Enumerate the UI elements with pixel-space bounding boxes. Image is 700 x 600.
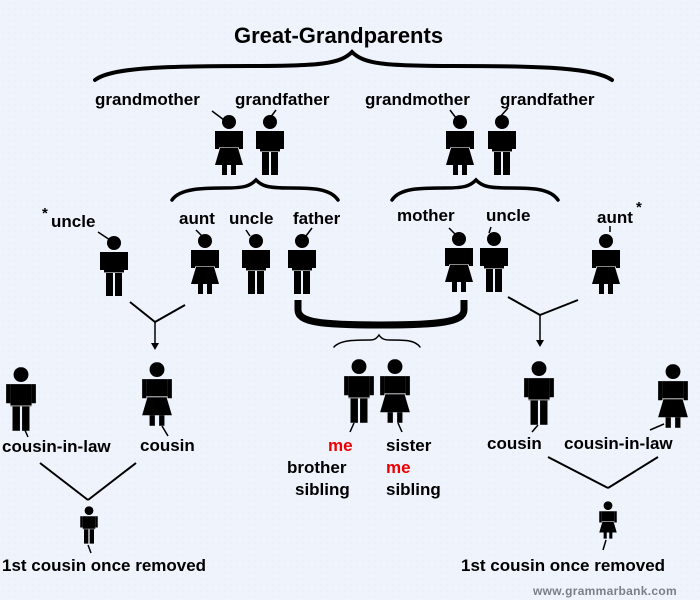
label-brother: brother — [287, 458, 347, 477]
label-aunt: aunt — [179, 209, 215, 228]
label-right-grandmother: grandmother — [365, 90, 470, 109]
label-cousin-in-law-right: cousin-in-law — [564, 434, 673, 453]
male-figure-icon — [286, 230, 318, 298]
label-sister: sister — [386, 436, 432, 455]
label-sibling-brother: sibling — [295, 480, 350, 499]
label-me-sister: me — [386, 458, 411, 477]
female-figure-icon — [444, 113, 476, 177]
female-child-figure-icon — [598, 499, 618, 541]
label-first-cousin-once-removed-right: 1st cousin once removed — [461, 556, 666, 575]
label-first-cousin-once-removed-left: 1st cousin once removed — [2, 556, 207, 575]
male-figure-icon — [254, 113, 286, 177]
male-figure-icon — [240, 230, 272, 298]
female-figure-icon — [378, 357, 412, 425]
watermark-link[interactable]: www.grammarbank.com — [533, 584, 677, 598]
label-left-grandfather: grandfather — [235, 90, 330, 109]
label-cousin-right: cousin — [487, 434, 542, 453]
parents-union-line — [294, 300, 468, 329]
label-left-grandmother: grandmother — [95, 90, 200, 109]
male-figure-icon — [522, 359, 556, 427]
label-me-brother: me — [328, 436, 353, 455]
label-uncle-in-law: uncle — [51, 212, 96, 231]
label-aunt-in-law: aunt — [597, 208, 633, 227]
label-father: father — [293, 209, 341, 228]
label-cousin-in-law-left: cousin-in-law — [2, 437, 111, 456]
female-figure-icon — [213, 113, 245, 177]
label-mother: mother — [397, 206, 455, 225]
female-figure-icon — [590, 230, 622, 298]
male-figure-icon — [4, 366, 38, 432]
siblings-brace — [333, 333, 421, 348]
female-figure-icon — [443, 228, 475, 296]
male-figure-icon — [486, 113, 518, 177]
female-figure-icon — [140, 361, 174, 427]
female-figure-icon — [189, 230, 221, 298]
male-figure-icon — [98, 232, 130, 300]
male-figure-icon — [478, 228, 510, 296]
in-law-marker: * — [42, 205, 48, 222]
male-figure-icon — [342, 357, 376, 425]
female-figure-icon — [656, 363, 690, 429]
male-child-figure-icon — [79, 504, 99, 546]
label-sibling-sister: sibling — [386, 480, 441, 499]
in-law-marker: * — [636, 199, 642, 216]
label-uncle-left: uncle — [229, 209, 274, 228]
diagram-title: Great-Grandparents — [234, 23, 444, 48]
label-right-grandfather: grandfather — [500, 90, 595, 109]
great-grandparents-brace — [93, 49, 614, 82]
label-cousin-left: cousin — [140, 436, 195, 455]
left-children-brace — [170, 177, 340, 202]
right-children-brace — [390, 177, 560, 202]
label-uncle-right: uncle — [486, 206, 531, 225]
